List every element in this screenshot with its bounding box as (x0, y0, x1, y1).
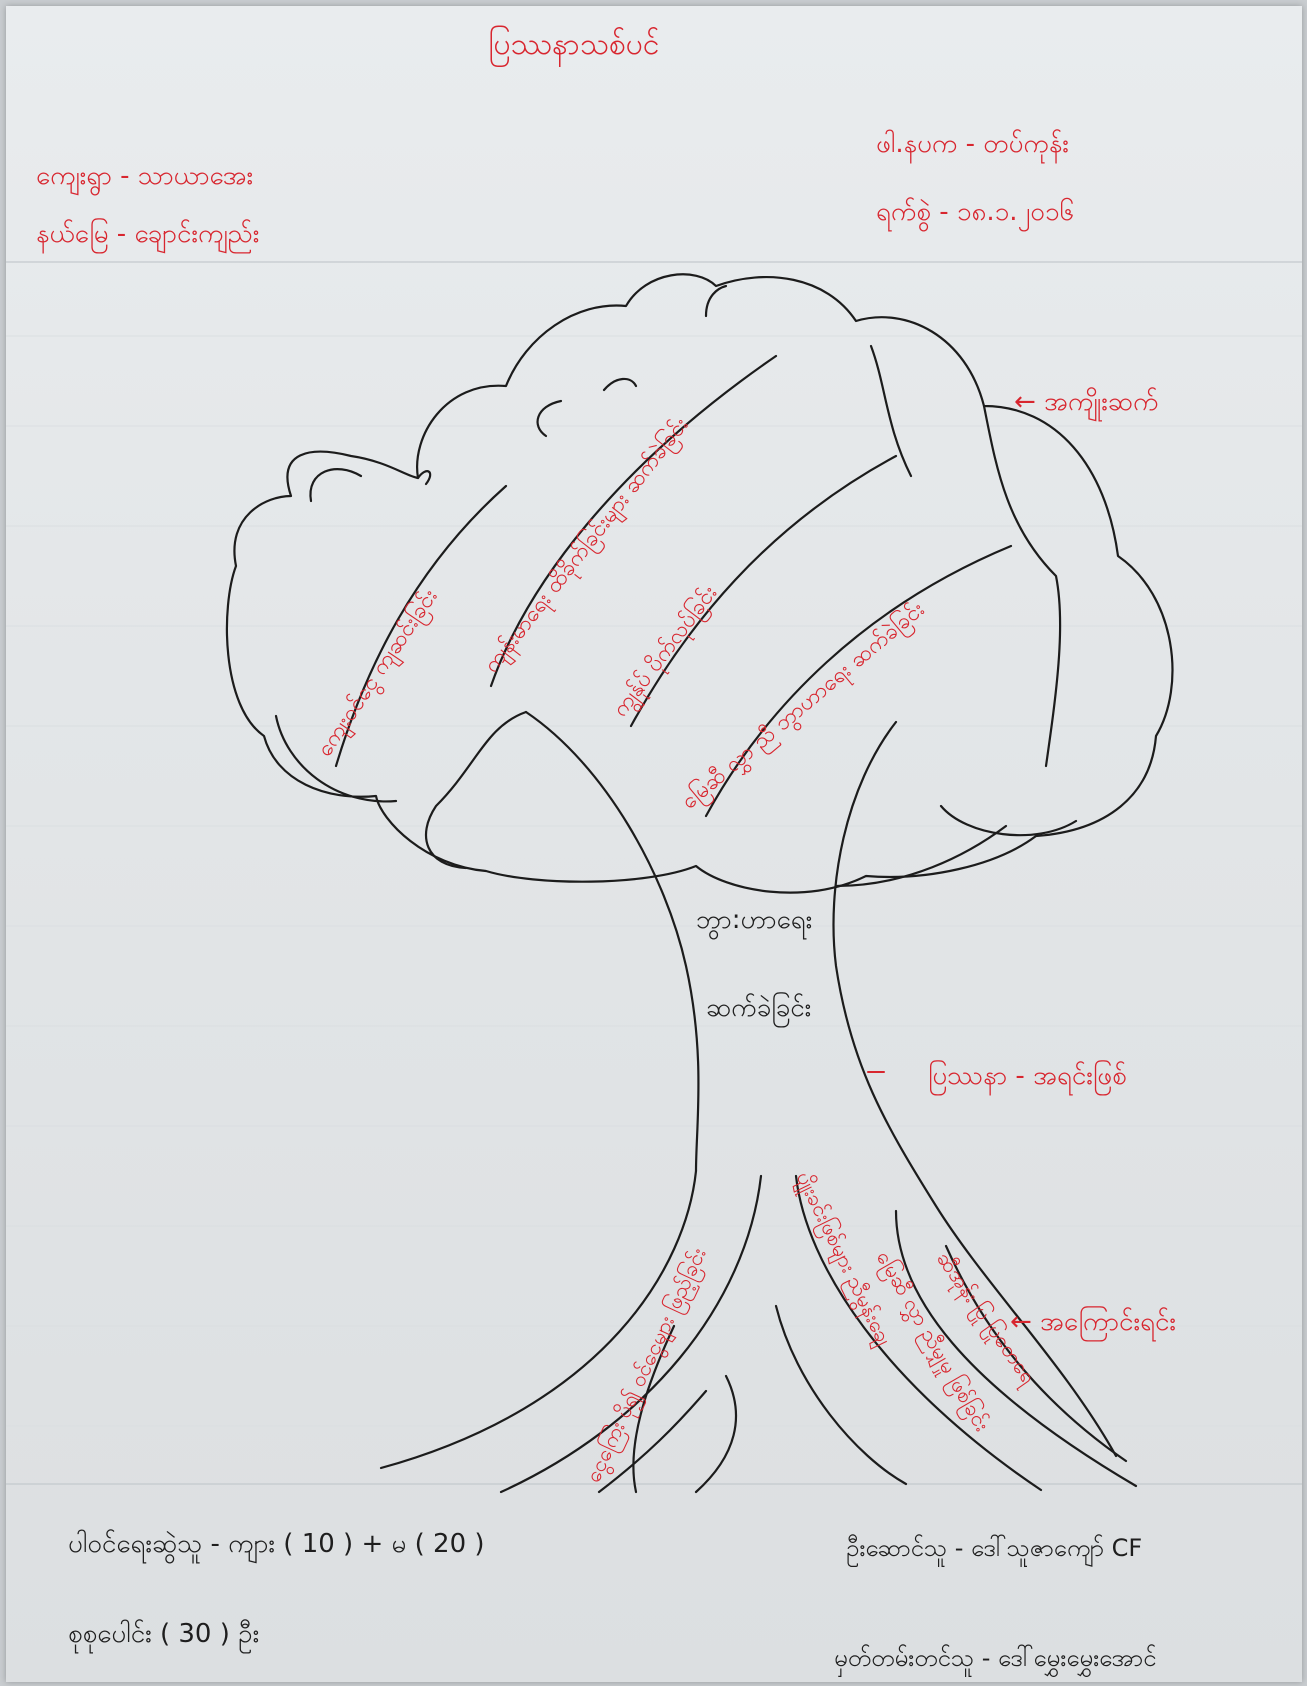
tree-trunk (524, 710, 1118, 1458)
date-field: ရက်စွဲ - ၁၈.၁.၂၀၁၆ (876, 195, 1075, 232)
paper-sheet: ပြဿနာသစ်ပင် ကျေးရွာ - သာယာအေး နယ်မြေ - ခ… (6, 6, 1302, 1682)
trunk-text-line2: ဆက်ခဲခြင်း (706, 990, 811, 1028)
facilitator-field: ဦးဆောင်သူ - ဒေါ်သူဇာကျော် CF (846, 1533, 1142, 1567)
village-field: ကျေးရွာ - သာယာအေး (36, 161, 253, 196)
participants-field: ပါဝင်ရေးဆွဲသူ - ကျား ( 10 ) + မ ( 20 ) (68, 1528, 485, 1564)
topic-field: ဖါ.နပက - တပ်ကုန်း (876, 128, 1069, 164)
tree-crown (225, 273, 1174, 894)
branch-label: ကျေးဝင်ငွေ ကျဆင်းခြင်း (311, 584, 447, 765)
crown-label: ← အကျိုးဆက် (1014, 386, 1159, 422)
footer: ပါဝင်ရေးဆွဲသူ - ကျား ( 10 ) + မ ( 20 ) စ… (68, 1528, 1156, 1678)
tree-roots (379, 1169, 1138, 1494)
branch-label: မြေဆီ လွှာ ညီ ဘွာဟာရေး ဆက်ခဲခြင်း (676, 595, 933, 818)
branch-label: ကျွန်ုပ် ပိုက်လုပ်ခြင်း (606, 580, 726, 725)
trunk-text-line1: ဘွာ:ဟာရေး (696, 905, 812, 940)
header: ကျေးရွာ - သာယာအေး နယ်မြေ - ချောင်းကျည်း … (36, 128, 1075, 254)
total-field: စုစုပေါင်း ( 30 ) ဦး (68, 1618, 259, 1654)
recorder-field: မှတ်တမ်းတင်သူ - ဒေါ်မွှေးမွှေးအောင် (834, 1643, 1156, 1678)
township-field: နယ်မြေ - ချောင်းကျည်း (36, 216, 259, 254)
roots-label: ← အကြောင်းရင်း (1010, 1304, 1176, 1342)
paper-rules (6, 261, 1302, 1485)
page-title: ပြဿနာသစ်ပင် (489, 25, 660, 68)
crown-branches (334, 354, 1013, 818)
problem-tree-diagram: ပြဿနာသစ်ပင် ကျေးရွာ - သာယာအေး နယ်မြေ - ခ… (6, 25, 1302, 1678)
trunk-label: ပြဿနာ - အရင်းဖြစ် (928, 1058, 1127, 1096)
